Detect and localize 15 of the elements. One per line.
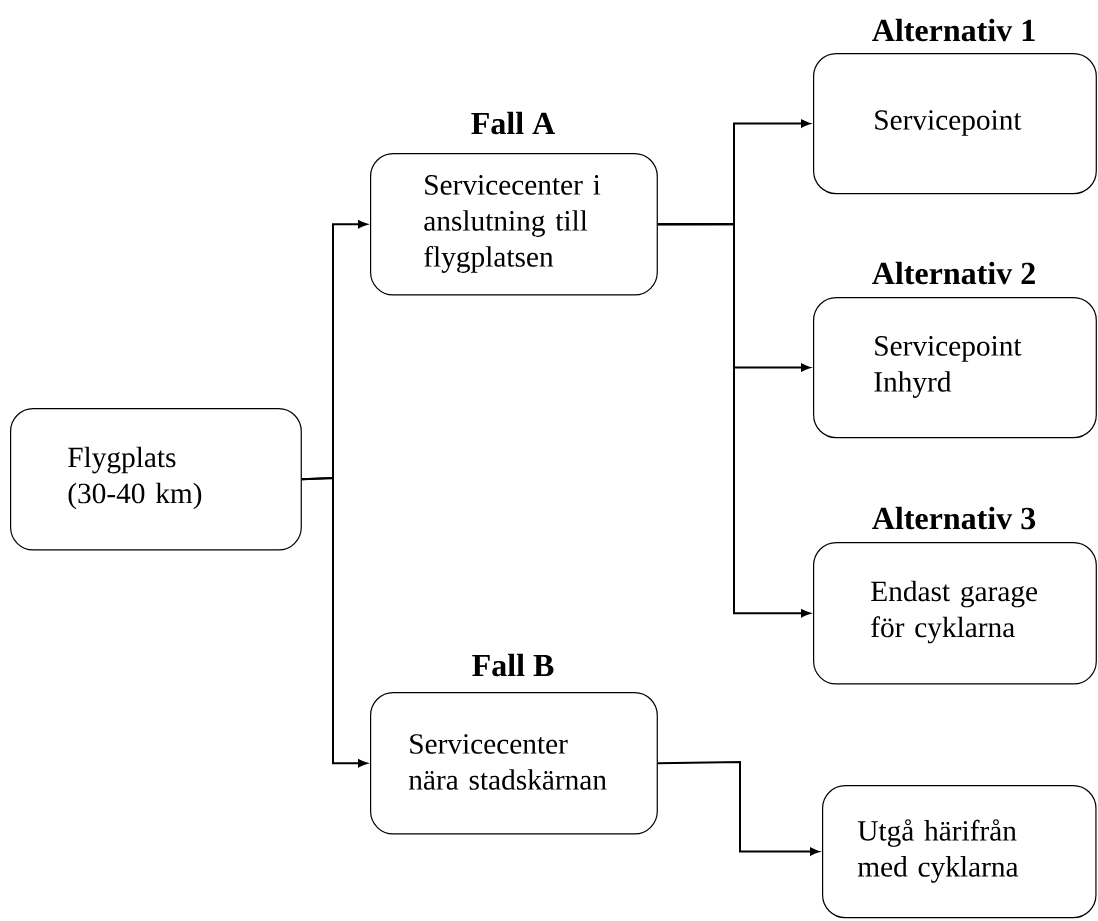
rounded-box: Alternativ 1 Servicepoint: [813, 18, 1097, 195]
rounded-box: Fall B Servicecenter nära stadskärnan: [370, 653, 658, 835]
arrow: [656, 223, 811, 618]
node-label: Fall B: [472, 653, 554, 677]
node-label: Alternativ 2: [872, 261, 1035, 285]
arrow: [656, 761, 820, 856]
node-label: Fall A: [471, 111, 556, 135]
rounded-box: Alternativ 2 Servicepoint Inhyrd: [813, 261, 1097, 439]
node-label: Alternativ 3: [872, 506, 1036, 530]
rounded-box: Fall A Servicecenter i anslutning till flygplatsen: [370, 111, 658, 296]
rounded-box: Alternativ 3 Endast garage för cyklarna: [813, 506, 1097, 685]
rounded-box: Flygplats (30-40 km): [10, 408, 302, 551]
node-label: Alternativ 1: [872, 18, 1035, 42]
arrow: [300, 476, 367, 768]
rounded-box: Utgå härifrån med cyklarna: [822, 785, 1097, 919]
